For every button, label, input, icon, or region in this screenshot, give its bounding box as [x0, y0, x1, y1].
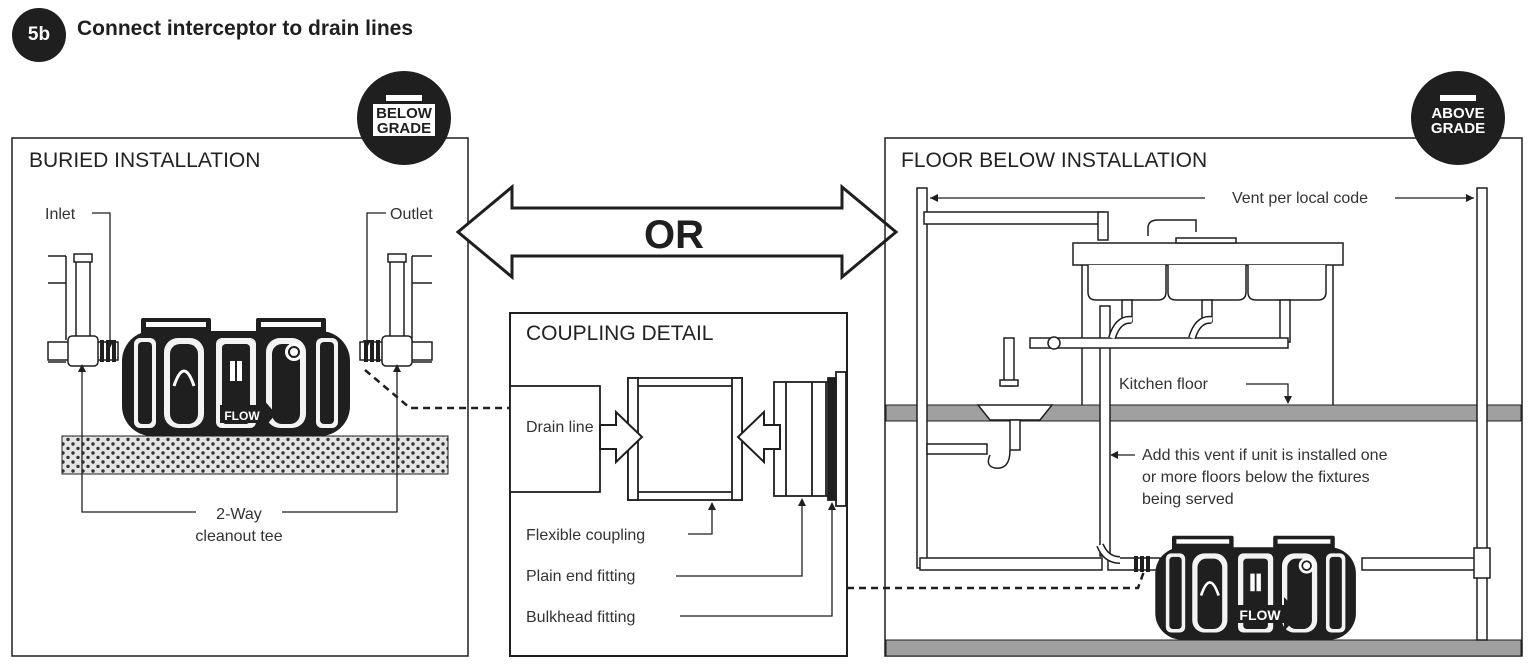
cleanout-tee-label-line1: 2-Way — [216, 506, 262, 523]
gravel-bed — [61, 435, 449, 475]
below-grade-badge-line1: BELOW — [376, 105, 433, 122]
plain-end-fitting-label: Plain end fitting — [526, 568, 635, 585]
buried-to-coupling-leader — [364, 369, 510, 410]
lower-floor-slab — [885, 639, 1522, 657]
three-compartment-sink — [1072, 219, 1344, 405]
floor-below-interceptor-unit — [1153, 534, 1358, 641]
floor-below-flow-label: FLOW — [1239, 607, 1281, 623]
floor-below-installation-panel: FLOOR BELOW INSTALLATION ABOVE GRADE Ven… — [884, 71, 1523, 657]
cleanout-tee-label-line2: cleanout tee — [195, 528, 282, 545]
buried-installation-title: BURIED INSTALLATION — [29, 149, 260, 172]
step-number-badge: 5b — [12, 8, 66, 62]
bulkhead-fitting-label: Bulkhead fitting — [526, 609, 635, 626]
flexible-coupling-label: Flexible coupling — [526, 527, 645, 544]
step-title: Connect interceptor to drain lines — [77, 17, 414, 40]
kitchen-floor-label: Kitchen floor — [1119, 376, 1209, 393]
coupling-detail-panel: COUPLING DETAIL Drain line Flexible coup… — [509, 312, 848, 657]
buried-installation-panel: BURIED INSTALLATION BELOW GRADE — [11, 71, 469, 657]
add-vent-note-line2: or more floors below the fixtures — [1142, 469, 1370, 486]
drain-line-label: Drain line — [526, 419, 594, 436]
above-grade-badge-line2: GRADE — [1431, 120, 1485, 137]
buried-flow-arrow: FLOW — [220, 398, 276, 430]
add-vent-note-line1: Add this vent if unit is installed one — [1142, 447, 1388, 464]
below-grade-badge-line2: GRADE — [377, 120, 431, 137]
or-double-arrow: OR — [455, 183, 899, 281]
coupling-to-floor-leader — [847, 559, 1150, 590]
below-grade-badge: BELOW GRADE — [357, 71, 451, 165]
coupling-detail-title: COUPLING DETAIL — [526, 322, 713, 345]
buried-flow-label: FLOW — [224, 409, 260, 423]
above-grade-badge: ABOVE GRADE — [1411, 71, 1505, 165]
vent-per-local-code-label: Vent per local code — [1232, 190, 1368, 207]
outlet-label: Outlet — [390, 206, 433, 223]
above-grade-badge-line1: ABOVE — [1431, 105, 1484, 122]
or-label: OR — [644, 213, 704, 257]
floor-below-installation-title: FLOOR BELOW INSTALLATION — [901, 149, 1207, 172]
add-vent-note-line3: being served — [1142, 491, 1234, 508]
floor-below-flow-arrow: FLOW — [1236, 597, 1300, 631]
inlet-label: Inlet — [45, 206, 76, 223]
